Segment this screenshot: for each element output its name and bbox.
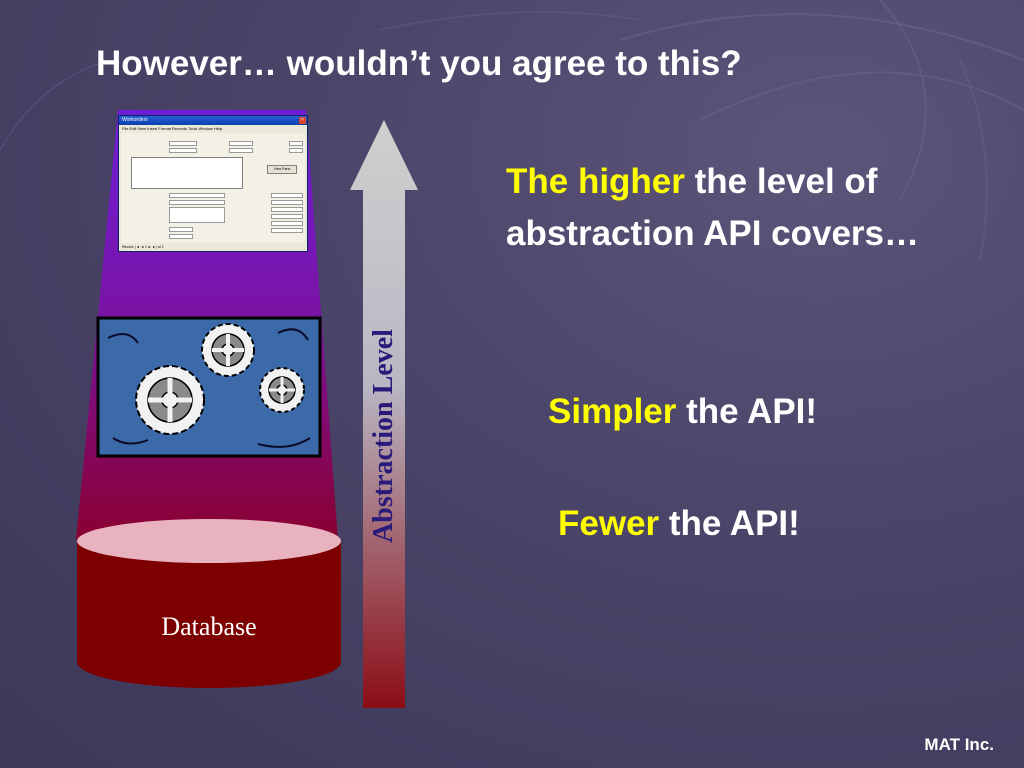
database-top (77, 519, 341, 563)
database-cylinder (77, 540, 341, 688)
screenshot-menu: File Edit View Insert Format Records Too… (119, 125, 307, 132)
slide-title: However… wouldn’t you agree to this? (96, 44, 742, 83)
abstraction-arrow (350, 120, 418, 708)
view-parts-button: View Parts (267, 165, 297, 174)
screenshot-grid (131, 157, 243, 189)
statement-simpler: Simpler the API! (548, 392, 817, 432)
screenshot-form: View Parts (121, 133, 305, 243)
statement-fewer: Fewer the API! (558, 504, 800, 544)
statement-abstraction: The higher the level of abstraction API … (506, 156, 926, 260)
statement-fewer-rest: the API! (659, 504, 800, 543)
statement-abstraction-highlight: The higher (506, 162, 685, 201)
statement-abstraction-rest: the level of abstraction API covers… (506, 162, 920, 253)
gears-panel (96, 316, 322, 458)
screenshot-status: Record: |◄ ◄ 1 ► ►| of 2 (119, 244, 307, 251)
workorders-screenshot: Workorders × File Edit View Insert Forma… (118, 115, 308, 252)
statement-fewer-highlight: Fewer (558, 504, 660, 543)
database-label: Database (161, 612, 257, 641)
close-icon: × (299, 117, 306, 124)
screenshot-titlebar: Workorders × (119, 116, 307, 125)
gears-icon (135, 323, 305, 435)
abstraction-level-label: Abstraction Level (368, 329, 399, 543)
screenshot-title: Workorders (122, 117, 148, 123)
footer-company: MAT Inc. (924, 735, 994, 754)
statement-simpler-rest: the API! (676, 392, 818, 431)
statement-simpler-highlight: Simpler (548, 392, 677, 431)
